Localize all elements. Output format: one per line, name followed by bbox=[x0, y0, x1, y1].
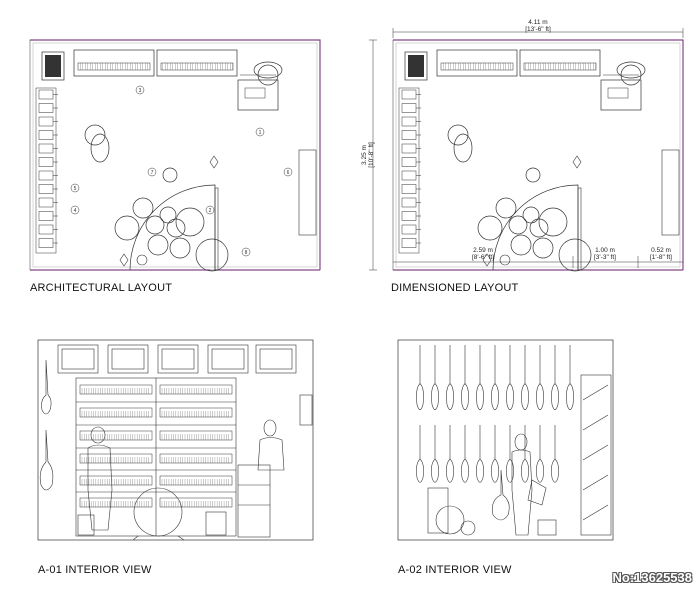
dim-height-total-ft: [10'-8" ft] bbox=[368, 142, 375, 168]
plan-tag-label: 5 bbox=[74, 186, 77, 192]
dim-height-total: 3.25 m bbox=[361, 145, 368, 165]
interior-view-a01 bbox=[37, 339, 314, 541]
plan-tag bbox=[255, 127, 265, 137]
plan-tag bbox=[70, 205, 80, 215]
plan-tag bbox=[205, 205, 215, 215]
plan-tag bbox=[147, 167, 157, 177]
plan-tag-label: 8 bbox=[245, 250, 248, 256]
dim-seg2: 1.00 m bbox=[595, 247, 615, 254]
plan-tag-label: 3 bbox=[139, 88, 142, 94]
plan-tag bbox=[283, 167, 293, 177]
dim-width-total-ft: [13'-6" ft] bbox=[525, 26, 551, 33]
dim-width-total: 4.11 m bbox=[528, 19, 547, 26]
plan-tag-label: 2 bbox=[209, 208, 212, 214]
plan-tag bbox=[70, 183, 80, 193]
plan-tag-label: 4 bbox=[74, 208, 77, 214]
dimensioned-plan: 4.11 m[13'-6" ft] 3.25 m[10'-8" ft] 2.59 m… bbox=[361, 19, 684, 272]
caption-architectural: ARCHITECTURAL LAYOUT bbox=[30, 282, 173, 294]
dim-seg2-ft: [3'-3" ft] bbox=[594, 254, 616, 261]
plan-tag bbox=[241, 247, 251, 257]
architectural-plan: 1 2 3 4 5 6 7 8 bbox=[29, 39, 321, 272]
caption-interior-a01: A-01 INTERIOR VIEW bbox=[38, 564, 152, 576]
dim-seg3-ft: [1'-8" ft] bbox=[650, 254, 672, 261]
plan-tag-label: 1 bbox=[259, 130, 262, 136]
plan-tag-label: 7 bbox=[151, 170, 154, 176]
caption-dimensioned: DIMENSIONED LAYOUT bbox=[391, 282, 519, 294]
caption-interior-a02: A-02 INTERIOR VIEW bbox=[398, 564, 512, 576]
dim-seg3: 0.52 m bbox=[651, 247, 671, 254]
plan-tag bbox=[135, 85, 145, 95]
interior-view-a02 bbox=[397, 339, 614, 541]
watermark: No:13625538 bbox=[612, 570, 693, 585]
dim-seg1: 2.59 m bbox=[473, 247, 493, 254]
plan-tag-label: 6 bbox=[287, 170, 290, 176]
dim-seg1-ft: [8'-6" ft] bbox=[472, 254, 494, 261]
